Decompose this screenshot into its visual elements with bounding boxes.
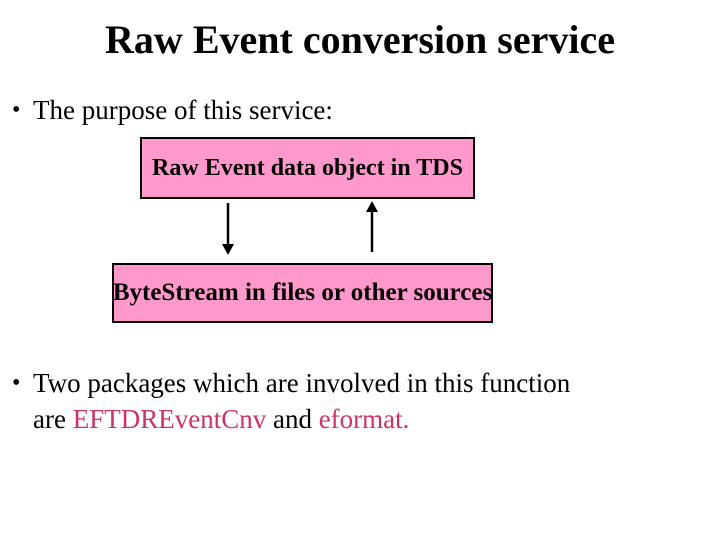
bullet-text-purpose: The purpose of this service: <box>33 95 333 125</box>
diagram-box-bytestream: ByteStream in files or other sources <box>112 263 493 323</box>
bullet-icon: • <box>12 370 21 396</box>
slide-title: Raw Event conversion service <box>105 17 615 62</box>
arrow-down-icon <box>222 203 234 255</box>
bullet-item-packages: • Two packages which are involved in thi… <box>12 365 702 437</box>
bullet-text-packages: Two packages which are involved in this … <box>33 365 702 437</box>
diagram-box-raw-event-tds: Raw Event data object in TDS <box>140 137 475 199</box>
packages-line1: Two packages which are involved in this … <box>33 368 571 398</box>
bullet-icon: • <box>12 97 21 123</box>
bullet-item-purpose: • The purpose of this service: <box>12 92 333 128</box>
packages-line2-and: and <box>266 404 319 434</box>
package-name-eftdreventcnv: EFTDREventCnv <box>72 404 267 434</box>
package-name-eformat: eformat. <box>318 404 410 434</box>
arrow-up-icon <box>366 201 378 252</box>
packages-line2-are: are <box>33 404 73 434</box>
